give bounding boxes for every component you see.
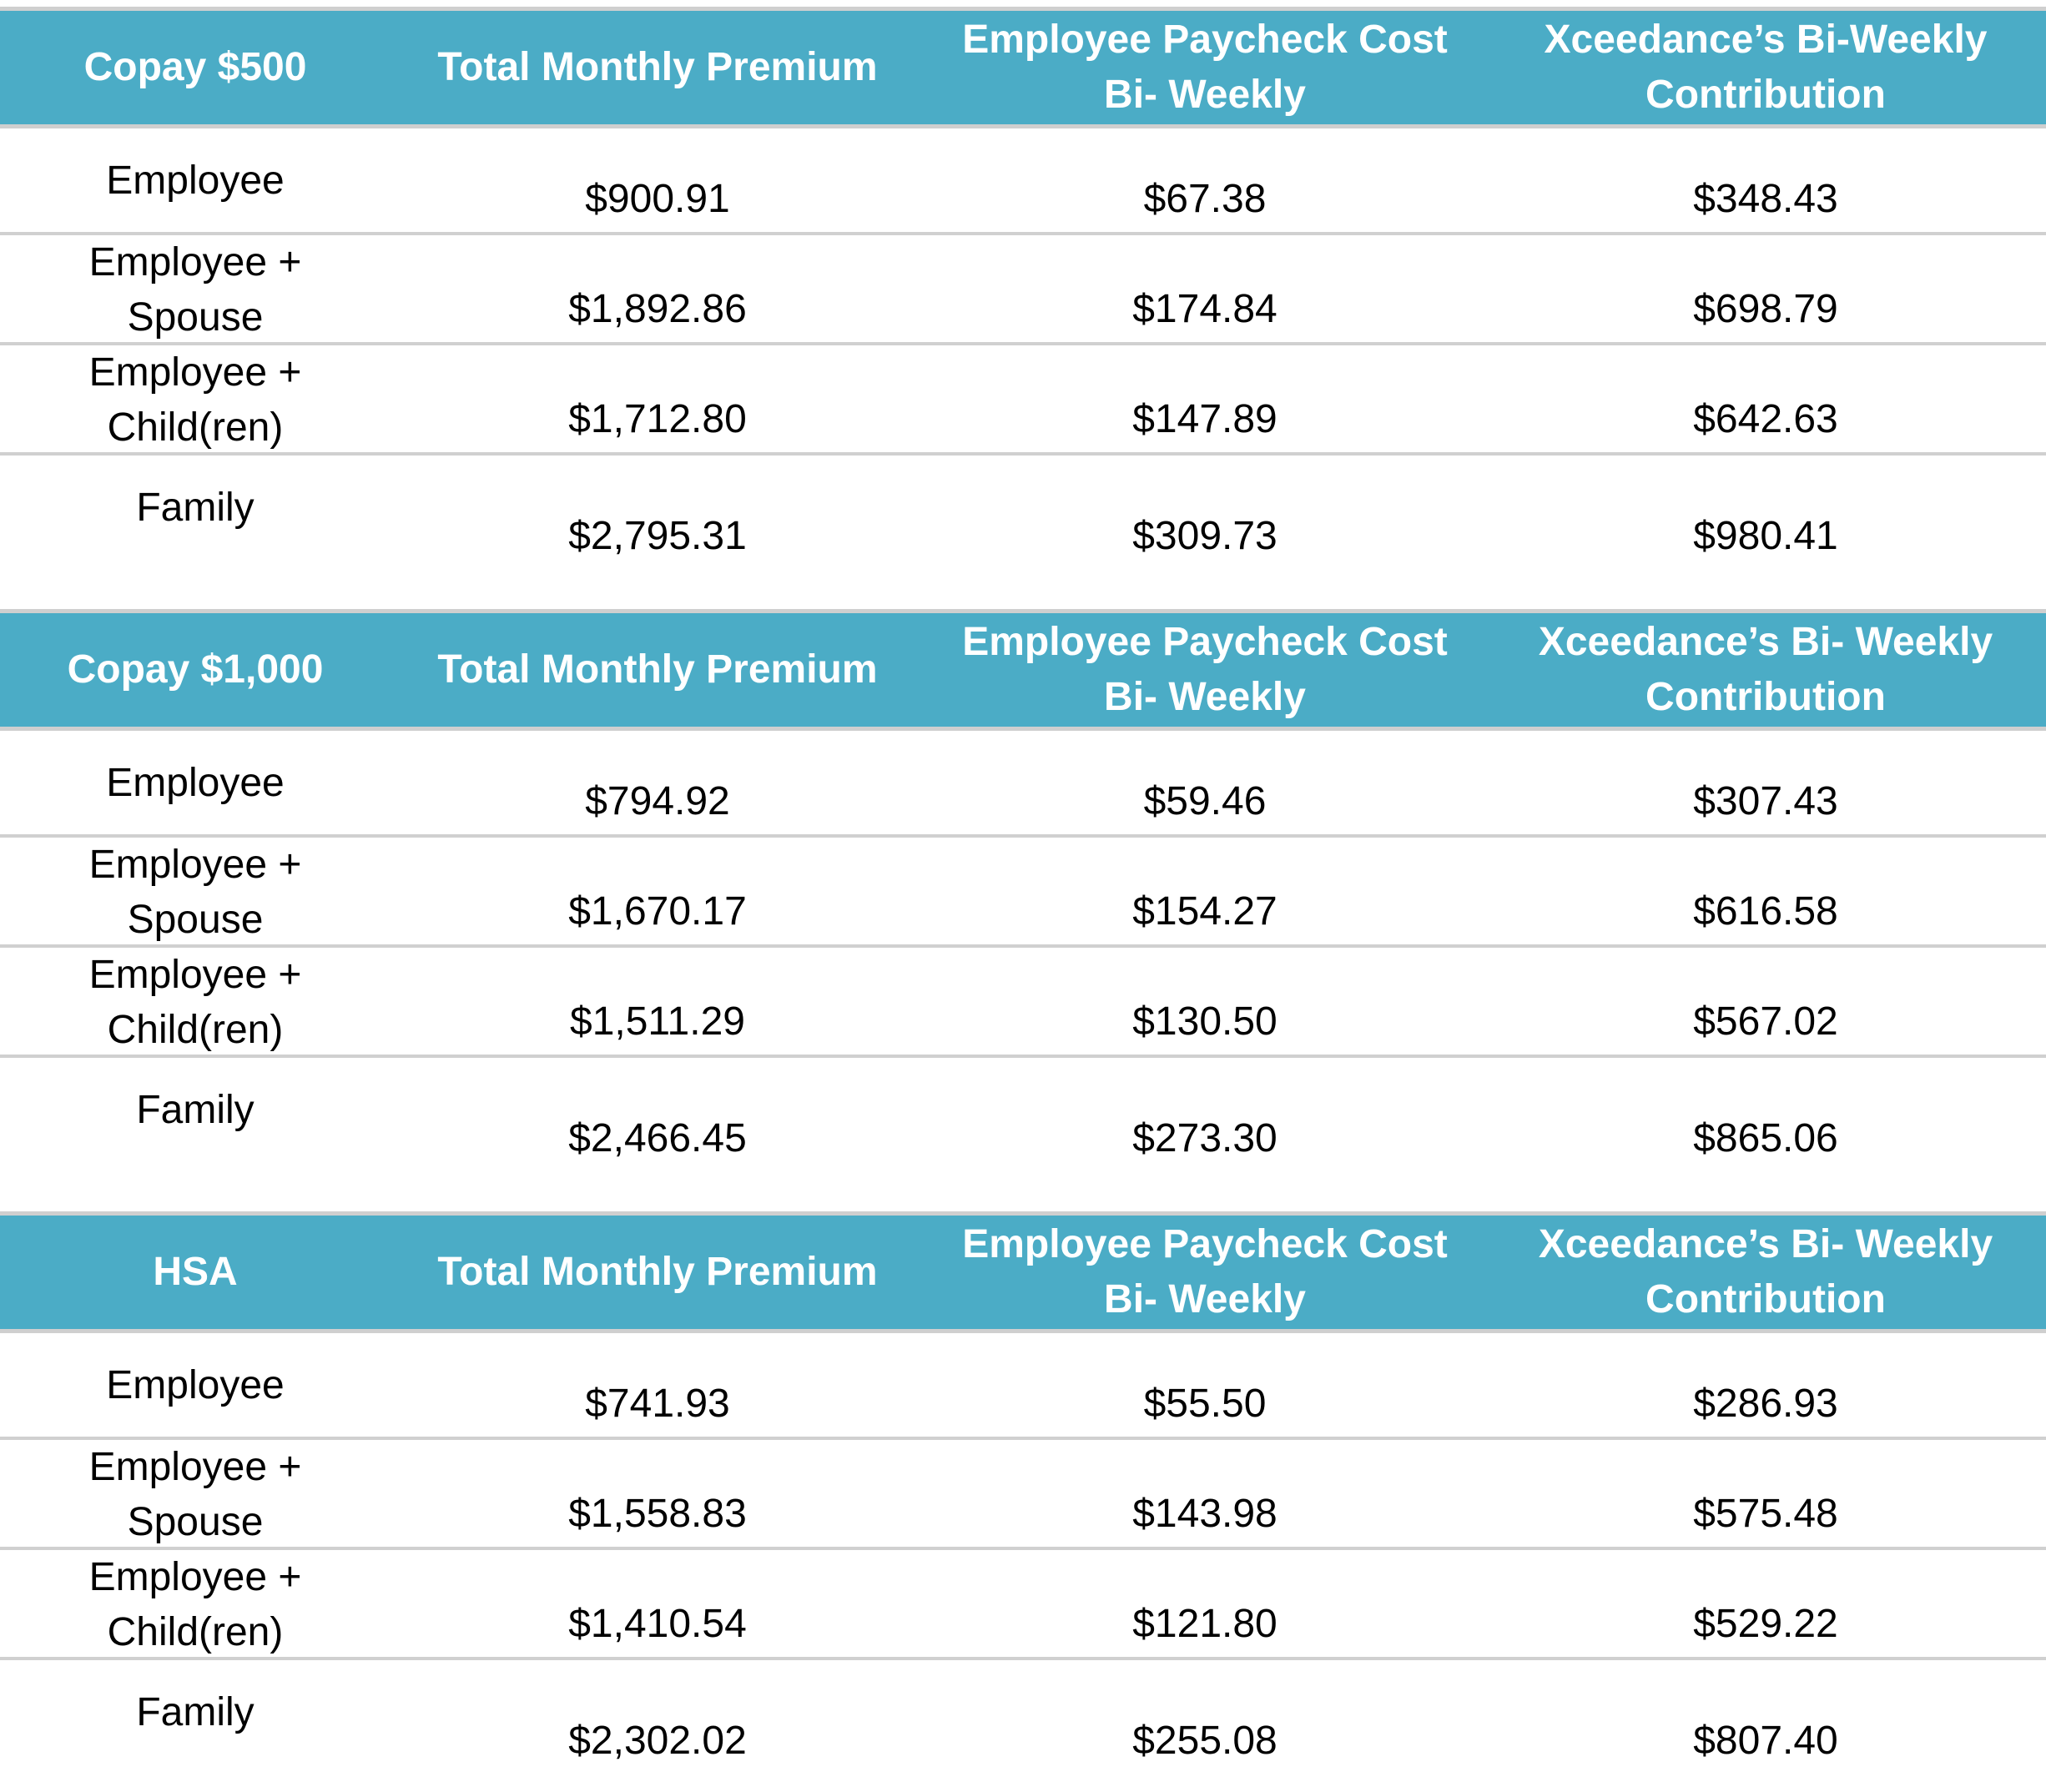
employer-contribution: $348.43: [1693, 177, 1838, 221]
table-row: Employee $794.92 $59.46 $307.43: [0, 731, 2046, 838]
plan-table-copay-500: Copay $500 Total Monthly Premium Employe…: [0, 7, 2046, 587]
table-body: Employee $794.92 $59.46 $307.43 Employee…: [0, 731, 2046, 1190]
employer-contribution: $980.41: [1693, 514, 1838, 558]
column-header-label: Employee Paycheck Cost Bi- Weekly: [962, 1222, 1448, 1321]
employee-paycheck-cost: $55.50: [1143, 1382, 1267, 1426]
column-header-employee-paycheck-cost: Employee Paycheck Cost Bi- Weekly: [925, 1216, 1485, 1329]
coverage-tier: Family: [136, 486, 254, 530]
employer-contribution: $567.02: [1693, 999, 1838, 1044]
employer-contribution: $286.93: [1693, 1382, 1838, 1426]
coverage-tier: Employee + Child(ren): [88, 350, 302, 450]
employee-paycheck-cost: $59.46: [1143, 779, 1267, 823]
column-header-label: Xceedance’s Bi- Weekly Contribution: [1538, 1222, 1993, 1321]
table-row: Family $2,795.31 $309.73 $980.41: [0, 456, 2046, 587]
total-monthly-premium: $1,712.80: [568, 397, 747, 441]
employee-paycheck-cost: $130.50: [1132, 999, 1277, 1044]
table-header: Copay $1,000 Total Monthly Premium Emplo…: [0, 609, 2046, 731]
column-header-label: Employee Paycheck Cost Bi- Weekly: [962, 620, 1448, 719]
total-monthly-premium: $900.91: [585, 177, 730, 221]
column-header-employer-contribution: Xceedance’s Bi- Weekly Contribution: [1485, 613, 2046, 727]
table-row: Employee $900.91 $67.38 $348.43: [0, 128, 2046, 235]
employer-contribution: $642.63: [1693, 397, 1838, 441]
table-row: Employee $741.93 $55.50 $286.93: [0, 1333, 2046, 1440]
employee-paycheck-cost: $309.73: [1132, 514, 1277, 558]
column-header-label: Xceedance’s Bi-Weekly Contribution: [1544, 18, 1988, 117]
employer-contribution: $616.58: [1693, 889, 1838, 934]
coverage-tier: Employee: [106, 761, 285, 805]
total-monthly-premium: $794.92: [585, 779, 730, 823]
total-monthly-premium: $741.93: [585, 1382, 730, 1426]
employee-paycheck-cost: $67.38: [1143, 177, 1267, 221]
employer-contribution: $575.48: [1693, 1492, 1838, 1536]
coverage-tier: Family: [136, 1088, 254, 1132]
total-monthly-premium: $1,511.29: [570, 999, 745, 1044]
coverage-tier: Employee + Child(ren): [88, 953, 302, 1052]
column-header-employee-paycheck-cost: Employee Paycheck Cost Bi- Weekly: [925, 613, 1485, 727]
plan-name: Copay $500: [83, 45, 307, 89]
employee-paycheck-cost: $174.84: [1132, 287, 1277, 331]
employee-paycheck-cost: $154.27: [1132, 889, 1277, 934]
column-header-employer-contribution: Xceedance’s Bi- Weekly Contribution: [1485, 1216, 2046, 1329]
coverage-tier: Employee: [106, 159, 285, 203]
coverage-tier: Family: [136, 1690, 254, 1734]
table-row: Employee + Spouse $1,670.17 $154.27 $616…: [0, 838, 2046, 948]
employer-contribution: $807.40: [1693, 1719, 1838, 1763]
table-row: Employee + Spouse $1,892.86 $174.84 $698…: [0, 235, 2046, 345]
plan-table-hsa: HSA Total Monthly Premium Employee Paych…: [0, 1211, 2046, 1792]
total-monthly-premium: $1,410.54: [568, 1602, 747, 1646]
coverage-tier: Employee: [106, 1363, 285, 1407]
coverage-tier: Employee + Spouse: [88, 240, 302, 340]
table-row: Employee + Spouse $1,558.83 $143.98 $575…: [0, 1440, 2046, 1550]
plan-name: Copay $1,000: [67, 647, 324, 692]
employee-paycheck-cost: $147.89: [1132, 397, 1277, 441]
column-header-label: Xceedance’s Bi- Weekly Contribution: [1538, 620, 1993, 719]
total-monthly-premium: $1,670.17: [568, 889, 747, 934]
table-header: HSA Total Monthly Premium Employee Paych…: [0, 1211, 2046, 1333]
coverage-tier: Employee + Spouse: [88, 1445, 302, 1544]
column-header-total-monthly-premium: Total Monthly Premium: [437, 647, 878, 692]
employee-paycheck-cost: $255.08: [1132, 1719, 1277, 1763]
column-header-total-monthly-premium: Total Monthly Premium: [437, 45, 878, 89]
table-row: Family $2,466.45 $273.30 $865.06: [0, 1058, 2046, 1190]
employee-paycheck-cost: $121.80: [1132, 1602, 1277, 1646]
coverage-tier: Employee + Child(ren): [88, 1555, 302, 1654]
coverage-tier: Employee + Spouse: [88, 843, 302, 942]
plan-table-copay-1000: Copay $1,000 Total Monthly Premium Emplo…: [0, 609, 2046, 1190]
column-header-total-monthly-premium: Total Monthly Premium: [437, 1250, 878, 1294]
total-monthly-premium: $2,302.02: [568, 1719, 747, 1763]
plan-name: HSA: [153, 1250, 238, 1294]
employer-contribution: $698.79: [1693, 287, 1838, 331]
total-monthly-premium: $1,558.83: [568, 1492, 747, 1536]
employer-contribution: $865.06: [1693, 1116, 1838, 1160]
table-row: Family $2,302.02 $255.08 $807.40: [0, 1660, 2046, 1792]
employee-paycheck-cost: $143.98: [1132, 1492, 1277, 1536]
column-header-employee-paycheck-cost: Employee Paycheck Cost Bi- Weekly: [925, 11, 1485, 124]
employee-paycheck-cost: $273.30: [1132, 1116, 1277, 1160]
table-row: Employee + Child(ren) $1,410.54 $121.80 …: [0, 1550, 2046, 1660]
column-header-employer-contribution: Xceedance’s Bi-Weekly Contribution: [1485, 11, 2046, 124]
column-header-label: Employee Paycheck Cost Bi- Weekly: [962, 18, 1448, 117]
table-row: Employee + Child(ren) $1,511.29 $130.50 …: [0, 948, 2046, 1058]
table-body: Employee $900.91 $67.38 $348.43 Employee…: [0, 128, 2046, 587]
total-monthly-premium: $1,892.86: [568, 287, 747, 331]
table-row: Employee + Child(ren) $1,712.80 $147.89 …: [0, 345, 2046, 456]
table-header: Copay $500 Total Monthly Premium Employe…: [0, 7, 2046, 128]
total-monthly-premium: $2,466.45: [568, 1116, 747, 1160]
employer-contribution: $307.43: [1693, 779, 1838, 823]
table-body: Employee $741.93 $55.50 $286.93 Employee…: [0, 1333, 2046, 1792]
total-monthly-premium: $2,795.31: [568, 514, 747, 558]
employer-contribution: $529.22: [1693, 1602, 1838, 1646]
